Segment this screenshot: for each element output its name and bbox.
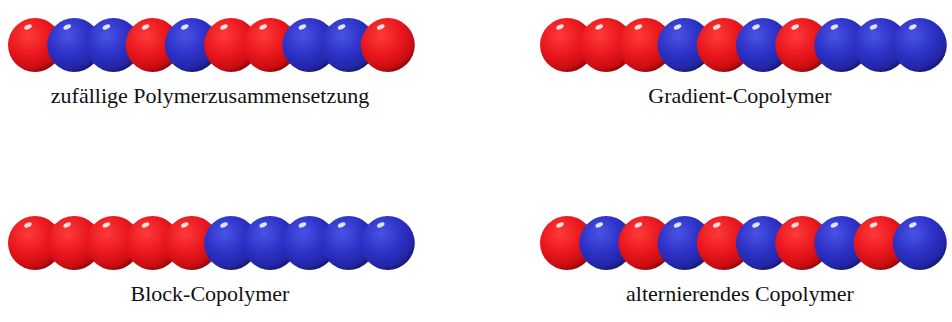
monomer-sphere	[893, 18, 947, 72]
caption-label: Gradient-Copolymer	[648, 83, 831, 109]
caption-label: zufällige Polymerzusammensetzung	[51, 83, 369, 109]
caption-label: alternierendes Copolymer	[626, 281, 854, 307]
monomer-sphere	[361, 216, 415, 270]
polymer-chain	[540, 18, 947, 72]
monomer-sphere	[893, 216, 947, 270]
polymer-chain	[8, 216, 415, 270]
polymer-chain	[8, 18, 415, 72]
polymer-chain	[540, 216, 947, 270]
caption-label: Block-Copolymer	[131, 281, 290, 307]
monomer-sphere	[361, 18, 415, 72]
